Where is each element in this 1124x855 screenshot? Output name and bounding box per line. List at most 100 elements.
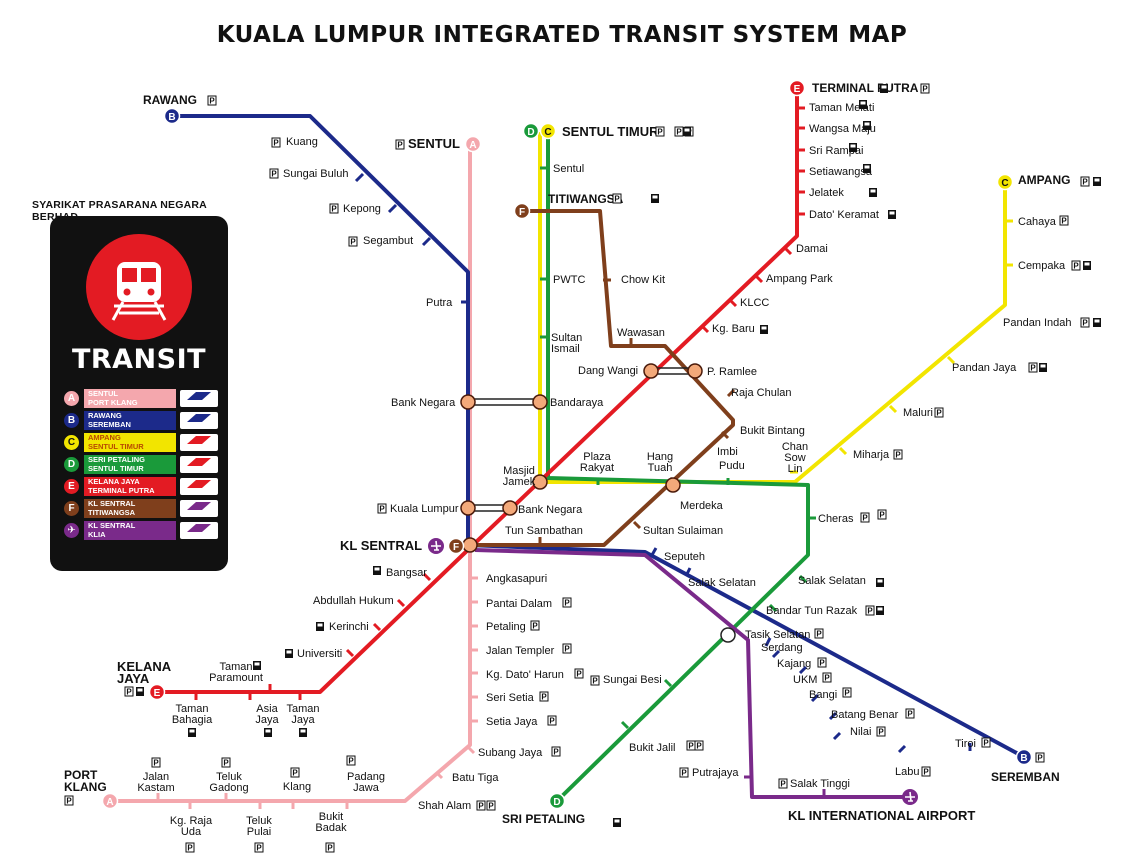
parking-icon bbox=[64, 795, 74, 806]
station-label: Pudu bbox=[719, 460, 745, 472]
station-tick bbox=[946, 355, 956, 365]
station-label: Salak Selatan bbox=[798, 575, 866, 587]
parking-icon: P bbox=[879, 511, 885, 520]
station-label: Pandan Indah bbox=[1003, 317, 1072, 329]
legend-line-bar: SERI PETALING SENTUL TIMUR bbox=[84, 455, 176, 474]
parking-icon: P bbox=[688, 742, 694, 751]
parking-icon bbox=[325, 842, 335, 853]
station-tick bbox=[387, 203, 398, 214]
station-tick bbox=[728, 298, 738, 308]
parking-icon: P bbox=[824, 674, 830, 683]
bus-icon bbox=[877, 607, 883, 611]
parking-icon bbox=[920, 83, 930, 94]
legend-line-text: RAWANG SEREMBAN bbox=[88, 411, 131, 429]
terminal-letter: F bbox=[519, 207, 525, 218]
station-label: Chow Kit bbox=[621, 274, 665, 286]
parking-icon: P bbox=[187, 844, 193, 853]
station-tick bbox=[798, 665, 808, 675]
parking-icon: P bbox=[592, 677, 598, 686]
bank-negara-node bbox=[460, 394, 476, 410]
parking-icon: P bbox=[1073, 262, 1079, 271]
parking-icon bbox=[221, 757, 231, 768]
parking-icon: P bbox=[614, 195, 620, 204]
parking-icon bbox=[876, 726, 886, 737]
parking-icon: P bbox=[397, 141, 403, 150]
parking-icon bbox=[1035, 752, 1045, 763]
legend-line-bar: KL SENTRAL TITIWANGSA bbox=[84, 499, 176, 518]
parking-icon: P bbox=[532, 622, 538, 631]
legend-line-bar: KELANA JAYA TERMINAL PUTRA bbox=[84, 477, 176, 496]
parking-icon: P bbox=[379, 505, 385, 514]
parking-icon bbox=[778, 778, 788, 789]
station-label: Kuang bbox=[286, 136, 318, 148]
parking-icon: P bbox=[223, 759, 229, 768]
parking-icon: P bbox=[256, 844, 262, 853]
terminal-letter: E bbox=[794, 84, 801, 95]
parking-icon: P bbox=[923, 768, 929, 777]
station-tick bbox=[754, 274, 764, 284]
station-label: Seputeh bbox=[664, 551, 705, 563]
parking-icon bbox=[254, 842, 264, 853]
station-label: Setiawangsa bbox=[809, 166, 873, 178]
parking-icon: P bbox=[327, 844, 333, 853]
terminal-label: TITIWANGSA bbox=[548, 192, 624, 206]
rapid-logo-icon bbox=[180, 456, 218, 473]
terminal-label: SRI PETALING bbox=[502, 812, 585, 826]
station-label: Kuala Lumpur bbox=[390, 503, 459, 515]
parking-icon bbox=[1059, 215, 1069, 226]
erl-logo-icon bbox=[180, 522, 218, 539]
station-label: Cahaya bbox=[1018, 216, 1057, 228]
station-label: Serdang bbox=[761, 642, 803, 654]
station-label: Kg. Baru bbox=[712, 323, 755, 335]
station-label: Angkasapuri bbox=[486, 573, 547, 585]
parking-icon: P bbox=[576, 670, 582, 679]
bus-icon bbox=[1094, 178, 1100, 182]
station-label: UKM bbox=[793, 674, 817, 686]
rapid-logo-icon bbox=[180, 434, 218, 451]
bus-icon bbox=[137, 688, 143, 692]
interchange-nodes bbox=[460, 363, 736, 643]
bus-icon bbox=[254, 662, 260, 666]
parking-icon bbox=[551, 746, 561, 757]
bus-icon bbox=[850, 144, 856, 148]
station-label: Kepong bbox=[343, 203, 381, 215]
terminal-label: KL SENTRAL bbox=[340, 538, 422, 553]
parking-icon: P bbox=[1082, 178, 1088, 187]
station-label: Setia Jaya bbox=[486, 716, 538, 728]
parking-icon: P bbox=[271, 170, 277, 179]
parking-icon bbox=[865, 605, 875, 616]
station-label: Putra bbox=[426, 297, 453, 309]
terminal-marker-a bbox=[464, 135, 482, 153]
terminal-label: KL INTERNATIONAL AIRPORT bbox=[788, 808, 975, 823]
terminal-marker-e bbox=[788, 79, 806, 97]
station-tick bbox=[726, 388, 736, 398]
station-tick bbox=[798, 574, 808, 584]
station-tick bbox=[396, 598, 406, 608]
station-tick bbox=[810, 693, 820, 703]
station-label: Kajang bbox=[777, 658, 811, 670]
parking-icon bbox=[655, 126, 665, 137]
station-label: Tasik Selatan bbox=[745, 629, 810, 641]
parking-icon bbox=[814, 628, 824, 639]
parking-icon bbox=[329, 203, 339, 214]
parking-icon: P bbox=[696, 742, 702, 751]
station-label: Miharja bbox=[853, 449, 890, 461]
parking-icon: P bbox=[780, 780, 786, 789]
station-label: KLCC bbox=[740, 297, 769, 309]
parking-icon bbox=[395, 139, 405, 150]
parking-icon: P bbox=[819, 659, 825, 668]
terminal-label: TERMINAL PUTRA bbox=[812, 81, 919, 95]
legend-line-text: SERI PETALING SENTUL TIMUR bbox=[88, 455, 145, 473]
legend-line-text: KL SENTRAL TITIWANGSA bbox=[88, 499, 136, 517]
